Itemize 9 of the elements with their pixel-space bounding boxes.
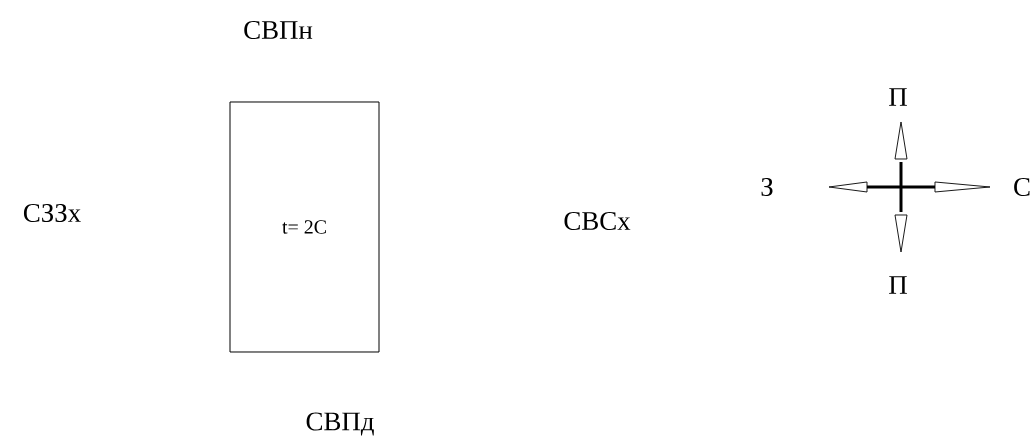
- label-text: П: [889, 276, 907, 294]
- label-text: СВПн: [244, 20, 313, 40]
- label-text: СЗЗх: [23, 203, 81, 223]
- label-text: СВПд: [306, 412, 374, 436]
- label-text: С: [1014, 177, 1030, 197]
- label-text: СВСх: [564, 211, 631, 231]
- rectangle-box: t= 2С: [229, 101, 380, 353]
- label-text: П: [889, 88, 907, 106]
- label-text: З: [761, 177, 773, 197]
